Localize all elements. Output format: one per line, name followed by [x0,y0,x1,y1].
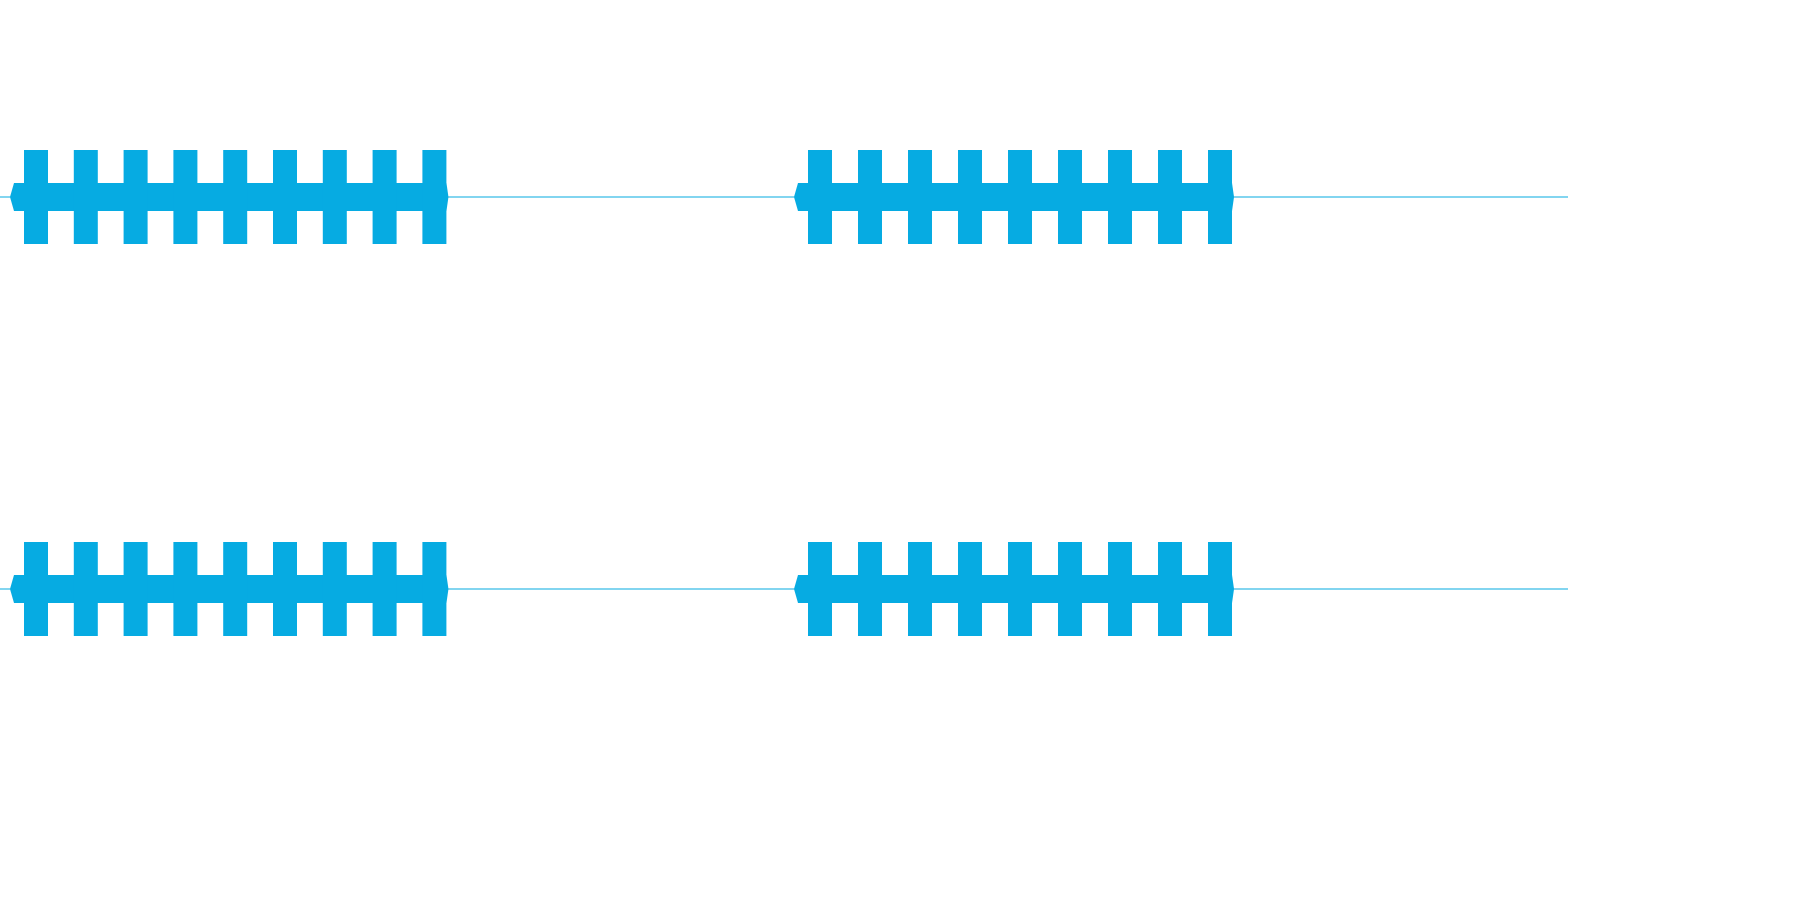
pulse [422,542,447,636]
pulse [1108,150,1132,244]
pulse [73,150,98,244]
pulse [958,150,982,244]
pulse [173,150,198,244]
pulse [273,542,297,636]
pulse [372,150,397,244]
pulse [322,150,347,244]
channel-2 [0,542,1568,636]
pulse [908,542,932,636]
pulse [73,542,98,636]
pulse [1008,542,1032,636]
pulse [422,150,447,244]
pulse [273,150,297,244]
pulse [24,542,48,636]
pulse [1108,542,1132,636]
pulse [1158,150,1182,244]
pulse [1058,542,1082,636]
pulse [1208,542,1232,636]
pulse [858,542,882,636]
pulse [1208,150,1232,244]
pulse [123,542,148,636]
pulse [1008,150,1032,244]
channel-1 [0,150,1568,244]
pulse [808,150,832,244]
pulse [908,150,932,244]
pulse [322,542,347,636]
pulse [1058,150,1082,244]
pulse [123,150,148,244]
pulse [958,542,982,636]
pulse [24,150,48,244]
pulse [808,542,832,636]
pulse [372,542,397,636]
pulse [858,150,882,244]
pulse [223,150,248,244]
pulse [173,542,198,636]
pulse [1158,542,1182,636]
pulse [223,542,248,636]
